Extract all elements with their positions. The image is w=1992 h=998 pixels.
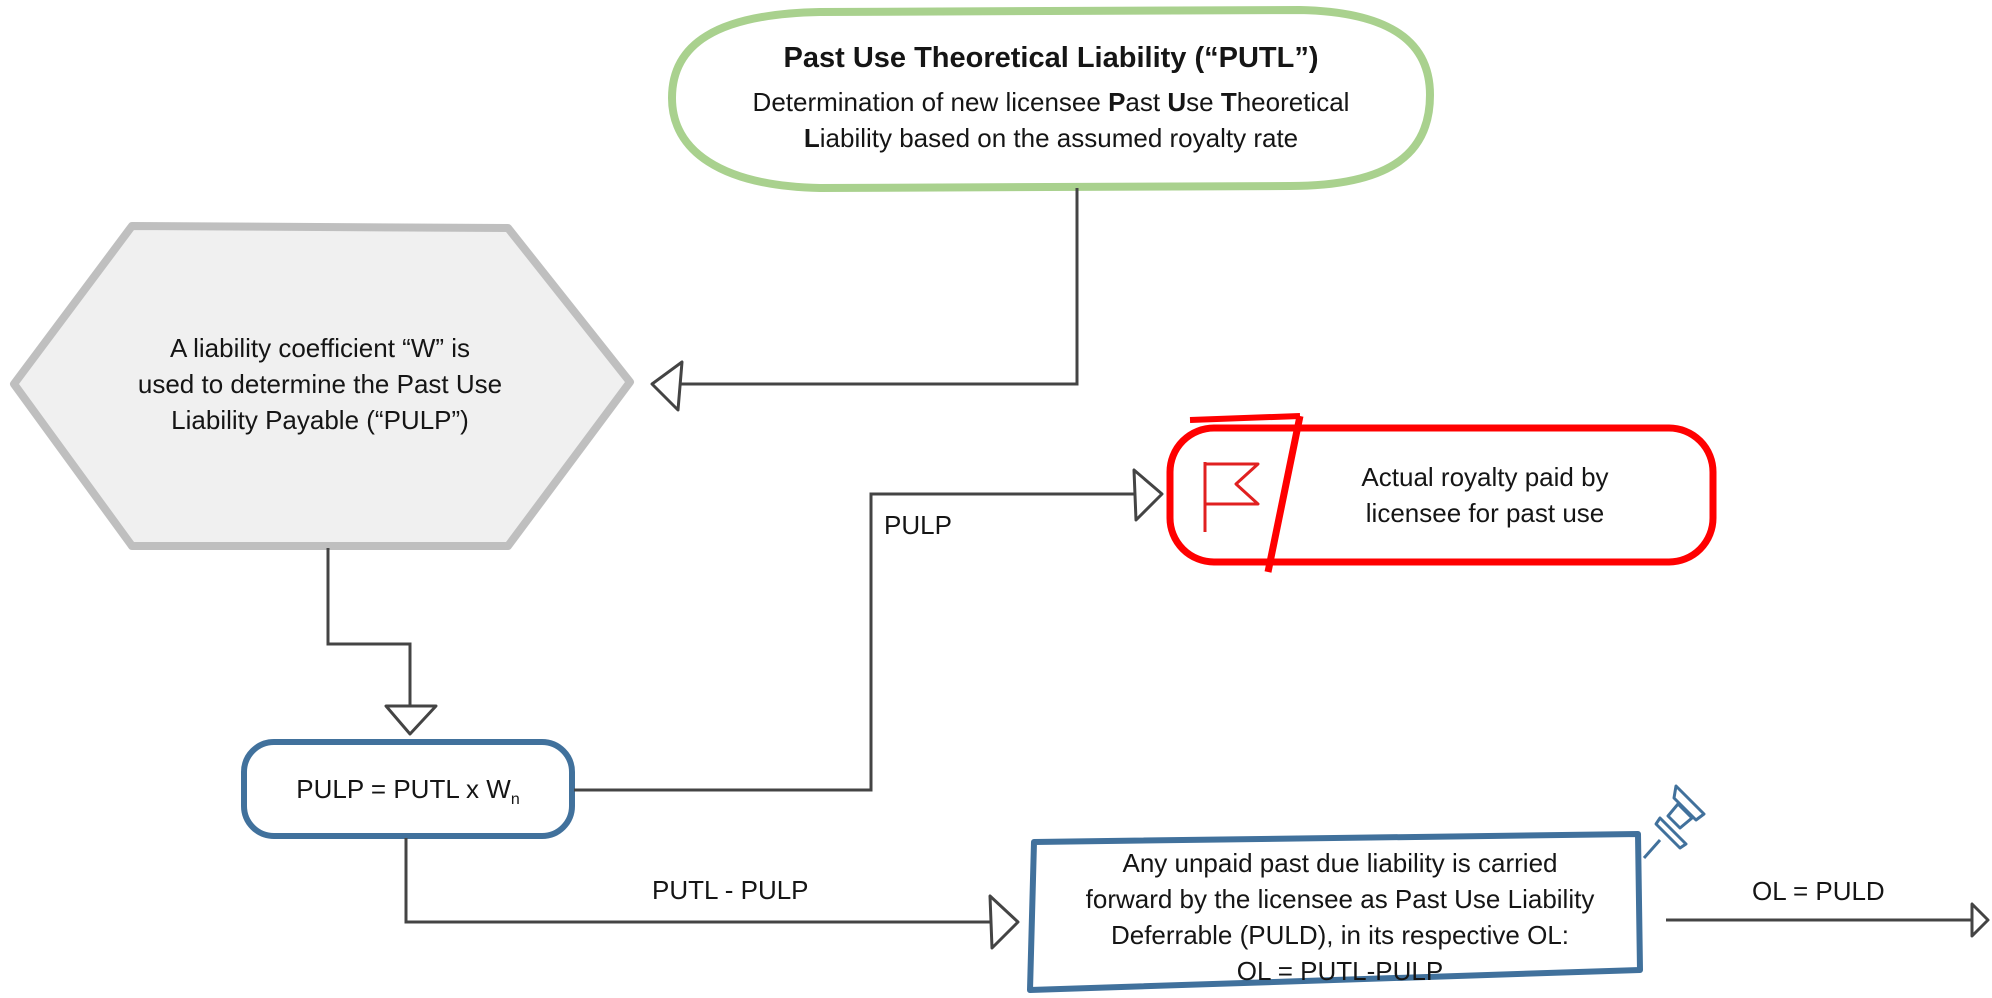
connector-coefficient-to-pulp xyxy=(326,548,412,728)
actual-royalty-text: Actual royalty paid by licensee for past… xyxy=(1290,459,1680,531)
flag-icon xyxy=(1203,462,1260,532)
actual-royalty-divider xyxy=(1264,415,1304,573)
connector-pulp-to-royalty xyxy=(574,492,1158,792)
edge-label-pulp: PULP xyxy=(884,510,952,540)
unpaid-note-line3: Deferrable (PULD), in its respective OL: xyxy=(1110,920,1570,950)
unpaid-note-line2: forward by the licensee as Past Use Liab… xyxy=(1085,884,1595,914)
putl-description: Determination of new licensee Past Use T… xyxy=(690,84,1412,156)
unpaid-note-line4: OL = PUTL-PULP xyxy=(1236,956,1444,986)
arrowhead-unpaid xyxy=(988,894,1020,950)
actual-royalty-line2: licensee for past use xyxy=(1365,498,1605,528)
unpaid-note-node-shape xyxy=(1027,831,1643,993)
arrowhead-output xyxy=(1970,902,1990,938)
coefficient-line1: A liability coefficient “W” is xyxy=(169,333,471,363)
arrowhead-coefficient xyxy=(650,360,684,412)
pulp-formula-text: PULP = PUTL x Wn xyxy=(296,774,520,809)
arrowhead-royalty xyxy=(1132,468,1164,522)
pulp-formula-node-shape xyxy=(241,739,575,839)
connector-putl-to-coefficient xyxy=(660,188,1079,386)
actual-royalty-node-shape xyxy=(1166,424,1717,566)
arrowhead-pulp xyxy=(384,704,438,736)
unpaid-note-line1: Any unpaid past due liability is carried xyxy=(1122,848,1558,878)
coefficient-line3: Liability Payable (“PULP”) xyxy=(171,405,469,435)
connector-pulp-to-unpaid xyxy=(404,838,1012,924)
pulp-formula-subscript: n xyxy=(510,791,520,809)
putl-description-line1: Determination of new licensee Past Use T… xyxy=(752,87,1350,117)
coefficient-hexagon-shape xyxy=(10,222,634,550)
putl-description-line2: Liability based on the assumed royalty r… xyxy=(803,123,1299,153)
coefficient-line2: used to determine the Past Use xyxy=(137,369,503,399)
putl-title: Past Use Theoretical Liability (“PUTL”) xyxy=(783,42,1319,74)
edge-label-putl-minus-pulp: PUTL - PULP xyxy=(652,875,809,905)
unpaid-note-text: Any unpaid past due liability is carried… xyxy=(1040,845,1640,989)
coefficient-text: A liability coefficient “W” is used to d… xyxy=(120,330,520,438)
pushpin-icon xyxy=(1642,784,1706,859)
putl-node-shape xyxy=(667,5,1435,193)
actual-royalty-line1: Actual royalty paid by xyxy=(1361,462,1609,492)
edge-label-ol-puld: OL = PULD xyxy=(1752,876,1885,906)
